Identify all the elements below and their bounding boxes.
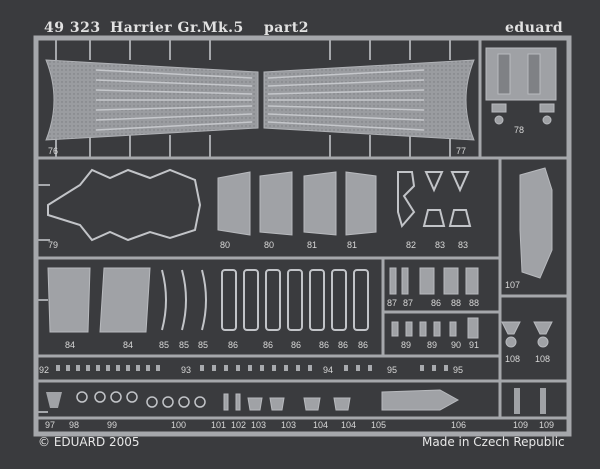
part-tag: 90 bbox=[451, 340, 462, 350]
part-tag: 95 bbox=[453, 365, 464, 375]
part-tag: 86 bbox=[228, 340, 239, 350]
part-tag: 87 bbox=[403, 298, 414, 308]
sprue-ties bbox=[36, 38, 451, 413]
parts-80-81-panels bbox=[217, 171, 377, 236]
part-tag: 105 bbox=[371, 420, 387, 430]
part-108 bbox=[501, 321, 553, 348]
part-86-frames bbox=[221, 269, 369, 331]
part-tag: 80 bbox=[264, 240, 275, 250]
part-tag: 103 bbox=[251, 420, 267, 430]
fret-part-label: part2 bbox=[264, 20, 309, 36]
part-tag: 89 bbox=[427, 340, 438, 350]
part-tag: 94 bbox=[323, 365, 334, 375]
footer-copyright: © EDUARD 2005 bbox=[38, 435, 140, 449]
part-tag: 87 bbox=[387, 298, 398, 308]
parts-97-100-rings bbox=[76, 391, 206, 408]
part-79 bbox=[47, 168, 202, 242]
part-tag: 78 bbox=[514, 125, 525, 135]
part-tag: 95 bbox=[387, 365, 398, 375]
part-tag: 99 bbox=[107, 420, 118, 430]
part-109 bbox=[514, 388, 546, 414]
part-tag: 83 bbox=[435, 240, 446, 250]
part-tag: 85 bbox=[179, 340, 190, 350]
parts-89-91 bbox=[391, 317, 479, 339]
part-tag: 81 bbox=[307, 240, 318, 250]
part-tag: 104 bbox=[313, 420, 329, 430]
part-85-strips bbox=[161, 269, 207, 331]
fret-brand: eduard bbox=[505, 20, 564, 36]
part-tag: 107 bbox=[505, 280, 521, 290]
part-tag: 98 bbox=[69, 420, 80, 430]
fret-frame bbox=[33, 35, 572, 437]
part-tag: 82 bbox=[406, 240, 417, 250]
part-tag: 106 bbox=[451, 420, 467, 430]
part-tag: 79 bbox=[48, 240, 59, 250]
part-tag: 86 bbox=[291, 340, 302, 350]
part-tag: 104 bbox=[341, 420, 357, 430]
part-tag: 88 bbox=[451, 298, 462, 308]
part-tag: 76 bbox=[48, 146, 59, 156]
part-97 bbox=[46, 392, 62, 408]
part-tag: 80 bbox=[220, 240, 231, 250]
part-tag: 101 bbox=[211, 420, 227, 430]
part-tag: 108 bbox=[505, 354, 521, 364]
part-tag: 86 bbox=[431, 298, 442, 308]
parts-87-88 bbox=[389, 267, 479, 295]
part-tag: 92 bbox=[39, 365, 50, 375]
part-tag: 86 bbox=[319, 340, 330, 350]
part-84-panels bbox=[47, 267, 151, 333]
part-tag: 88 bbox=[469, 298, 480, 308]
part-tag: 85 bbox=[198, 340, 209, 350]
part-107 bbox=[519, 167, 553, 279]
part-78 bbox=[485, 47, 557, 125]
part-tag: 86 bbox=[263, 340, 274, 350]
fret-title: Harrier Gr.Mk.5 bbox=[110, 20, 244, 36]
part-tag: 84 bbox=[123, 340, 134, 350]
part-tag: 91 bbox=[469, 340, 480, 350]
part-tag: 109 bbox=[513, 420, 529, 430]
parts-101-104 bbox=[223, 393, 351, 411]
part-tag: 83 bbox=[458, 240, 469, 250]
part-76-grille bbox=[45, 59, 259, 141]
part-105 bbox=[381, 389, 460, 411]
part-tag: 86 bbox=[338, 340, 349, 350]
part-tag: 102 bbox=[231, 420, 247, 430]
part-tag: 108 bbox=[535, 354, 551, 364]
fret-runners bbox=[36, 38, 569, 420]
part-tag: 109 bbox=[539, 420, 555, 430]
part-tag: 85 bbox=[159, 340, 170, 350]
part-tag: 93 bbox=[181, 365, 192, 375]
part-tag: 86 bbox=[358, 340, 369, 350]
footer-origin: Made in Czech Republic bbox=[422, 435, 565, 449]
parts-92-95-row bbox=[56, 365, 448, 371]
part-tag: 103 bbox=[281, 420, 297, 430]
part-tag: 81 bbox=[347, 240, 358, 250]
part-tag: 97 bbox=[45, 420, 56, 430]
fret-part-number: 49 323 bbox=[44, 20, 101, 36]
parts-82-83 bbox=[397, 171, 472, 229]
part-tag: 84 bbox=[65, 340, 76, 350]
part-tag: 100 bbox=[171, 420, 187, 430]
part-77-grille bbox=[263, 59, 475, 141]
part-tag: 77 bbox=[456, 146, 467, 156]
part-tag: 89 bbox=[401, 340, 412, 350]
